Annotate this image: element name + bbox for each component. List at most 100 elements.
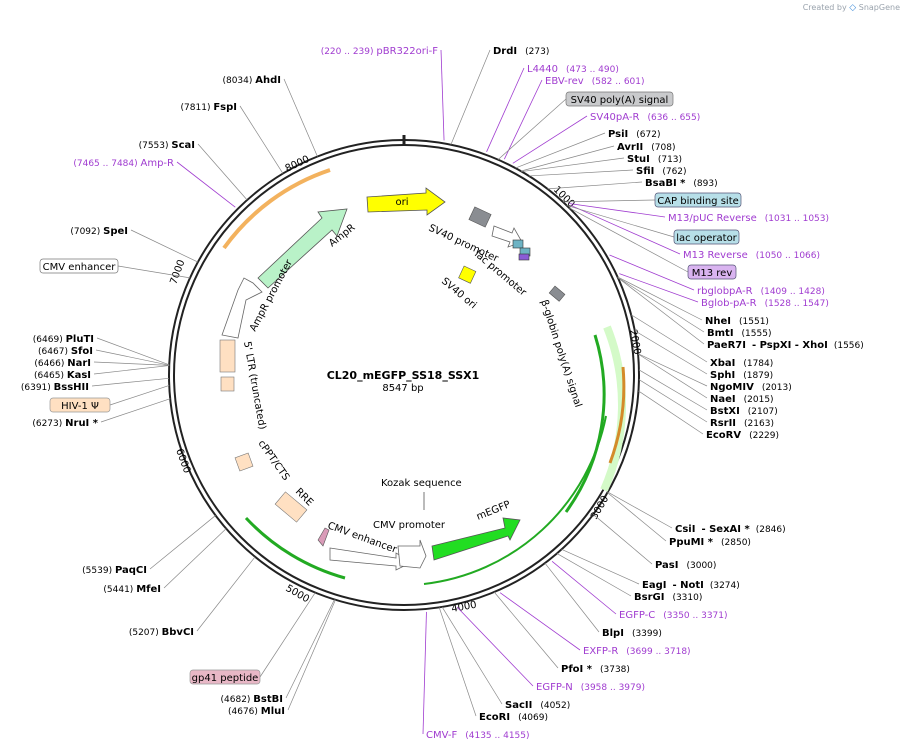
site-nari[interactable]: (6466) NarI (34, 358, 170, 369)
site-stui[interactable]: StuI(713) (521, 154, 682, 172)
site-avrii[interactable]: AvrII(708) (520, 142, 676, 172)
site-ecori[interactable]: EcoRI(4069) (438, 607, 548, 723)
site-sacii[interactable]: SacII(4052) (441, 606, 570, 711)
site-label: PfoI *(3738) (561, 664, 630, 675)
ltr-box[interactable] (219, 339, 236, 373)
rre-box[interactable] (274, 491, 308, 523)
site-paqci[interactable]: (5539) PaqCI (82, 515, 216, 576)
primer-amp-r[interactable]: (7465 .. 7484) Amp-R (73, 158, 236, 208)
site-label: PasI(3000) (655, 560, 716, 571)
site-sfii[interactable]: SfiI(762) (528, 166, 687, 177)
ori-arrow[interactable] (366, 187, 446, 216)
site-pluti[interactable]: (6469) PluTI (33, 334, 170, 366)
site-bsrgi[interactable]: BsrGI(3310) (556, 553, 702, 603)
site-bsabi[interactable]: BsaBI *(893) (547, 178, 718, 190)
site-ecorv[interactable]: EcoRV(2229) (638, 390, 779, 441)
site-name: EagI (642, 580, 666, 591)
primer-m13-puc-reverse[interactable]: M13/pUC Reverse(1031 .. 1053) (568, 203, 829, 224)
site-bsshii[interactable]: (6391) BssHII (21, 377, 170, 393)
site-leader (637, 353, 708, 387)
site-sfoi[interactable]: (6467) SfoI (38, 346, 170, 366)
site-name: MluI (261, 706, 285, 717)
orange-arc-ampr[interactable] (222, 168, 331, 250)
site-naei[interactable]: NaeI(2015) (637, 353, 774, 405)
primer-pbr322ori-f[interactable]: (220 .. 239) pBR322ori-F (321, 46, 445, 141)
cmv-promoter-arrow[interactable] (397, 539, 427, 569)
site-ppumi[interactable]: PpuMI *(2850) (607, 492, 751, 548)
site-nhei[interactable]: NheI(1551) (617, 276, 769, 327)
tick-4000: 4000 (451, 600, 478, 615)
site-pos: (708) (651, 143, 675, 153)
primer-exfp-r[interactable]: EXFP-R(3699 .. 3718) (499, 592, 691, 657)
primer-leader (609, 254, 695, 291)
m13rev-box[interactable] (518, 253, 530, 261)
site-mlui[interactable]: (4676) MluI (228, 599, 336, 717)
site-kasi[interactable]: (6465) KasI (34, 365, 170, 381)
site-bstxi[interactable]: BstXI(2107) (638, 369, 778, 417)
site-label: SacII(4052) (505, 700, 570, 711)
site-extra: - NotI (672, 580, 703, 591)
site-nrui[interactable]: (6273) NruI * (32, 398, 171, 429)
primer-egfp-n[interactable]: EGFP-N(3958 .. 3979) (456, 606, 645, 693)
orange-arc-right[interactable] (608, 366, 626, 464)
site-paer7i[interactable]: PaeR7I- PspXI - XhoI(1556) (617, 277, 864, 351)
site-psii[interactable]: PsiI(672) (515, 129, 660, 169)
site-name: StuI (627, 154, 650, 165)
callout-lac-operator[interactable]: lac operator (566, 205, 740, 245)
site-xbai[interactable]: XbaI(1784) (630, 314, 773, 369)
megfp-arrow[interactable] (431, 517, 521, 561)
site-fspi[interactable]: (7811) FspI (181, 102, 284, 174)
site-ngomiv[interactable]: NgoMIV(2013) (637, 353, 792, 393)
callout-cmv-enhancer[interactable]: CMV enhancer (39, 258, 191, 279)
green-arc-right[interactable] (564, 334, 606, 513)
site-sphi[interactable]: SphI(1879) (634, 330, 773, 381)
primer-m13-reverse[interactable]: M13 Reverse(1050 .. 1066) (570, 205, 820, 261)
primer-range: (3958 .. 3979) (581, 683, 645, 693)
primer-sv40pa-r[interactable]: SV40pA-R(636 .. 655) (512, 112, 700, 164)
bglobin-box[interactable] (548, 285, 566, 302)
sv40-promoter-box[interactable] (468, 206, 492, 228)
site-extra: - SexAI * (701, 524, 750, 535)
psi-box[interactable] (220, 376, 235, 392)
site-eagi[interactable]: EagI- NotI(3274) (561, 549, 740, 591)
green-arc-bottom[interactable] (423, 415, 607, 585)
ampr-arrow[interactable] (257, 208, 348, 289)
site-pfoi[interactable]: PfoI *(3738) (493, 591, 630, 675)
site-csii[interactable]: CsiI- SexAI *(2846) (607, 491, 786, 535)
site-mfei[interactable]: (5441) MfeI (103, 528, 227, 595)
site-name: ScaI (171, 140, 195, 151)
site-drdi[interactable]: DrdI(273) (450, 46, 549, 145)
site-blpi[interactable]: BlpI(3399) (544, 562, 662, 639)
sv40-ori-box[interactable] (458, 265, 477, 284)
site-name: XbaI (710, 358, 735, 369)
site-ahdi[interactable]: (8034) AhdI (222, 75, 318, 157)
site-bstbi[interactable]: (4682) BstBI (221, 599, 335, 705)
site-spei[interactable]: (7092) SpeI (70, 226, 199, 263)
ampr-promoter-arrow[interactable] (221, 277, 263, 339)
site-pos: (672) (636, 130, 660, 140)
primer-l4440[interactable]: L4440(473 .. 490) (486, 64, 619, 152)
callout-sv40-poly-a-signal[interactable]: SV40 poly(A) signal (497, 91, 674, 160)
gp41-box[interactable] (317, 527, 330, 547)
site-bbvci[interactable]: (5207) BbvCI (129, 556, 256, 638)
cppt-box[interactable] (234, 452, 254, 472)
site-bmti[interactable]: BmtI(1555) (617, 277, 772, 339)
green-arc-rre[interactable] (244, 516, 346, 580)
site-rsrii[interactable]: RsrII(2163) (638, 379, 774, 429)
site-pasi[interactable]: PasI(3000) (593, 514, 716, 571)
primer-rbglobpa-r[interactable]: rbglobpA-R(1409 .. 1428) (609, 254, 825, 297)
primer-bglob-pa-r[interactable]: Bglob-pA-R(1528 .. 1547) (619, 273, 829, 309)
callout-m13-rev[interactable]: M13 rev (568, 207, 737, 280)
primer-cmv-f[interactable]: CMV-F(4135 .. 4155) (422, 611, 530, 741)
site-leader (561, 549, 640, 585)
site-scai[interactable]: (7553) ScaI (139, 140, 248, 201)
callout-gp41-peptide[interactable]: gp41 peptide (189, 592, 316, 685)
primer-egfp-c[interactable]: EGFP-C(3350 .. 3371) (551, 561, 728, 621)
site-pos: (2107) (748, 407, 778, 417)
cap-box[interactable] (512, 239, 524, 249)
site-pos: (6465) (34, 371, 67, 381)
callout-cap-binding-site[interactable]: CAP binding site (562, 192, 742, 208)
callout-hiv-1-[interactable]: HIV-1 Ψ (49, 385, 170, 413)
site-name: BlpI (602, 628, 624, 639)
primer-ebv-rev[interactable]: EBV-rev(582 .. 601) (503, 76, 645, 160)
